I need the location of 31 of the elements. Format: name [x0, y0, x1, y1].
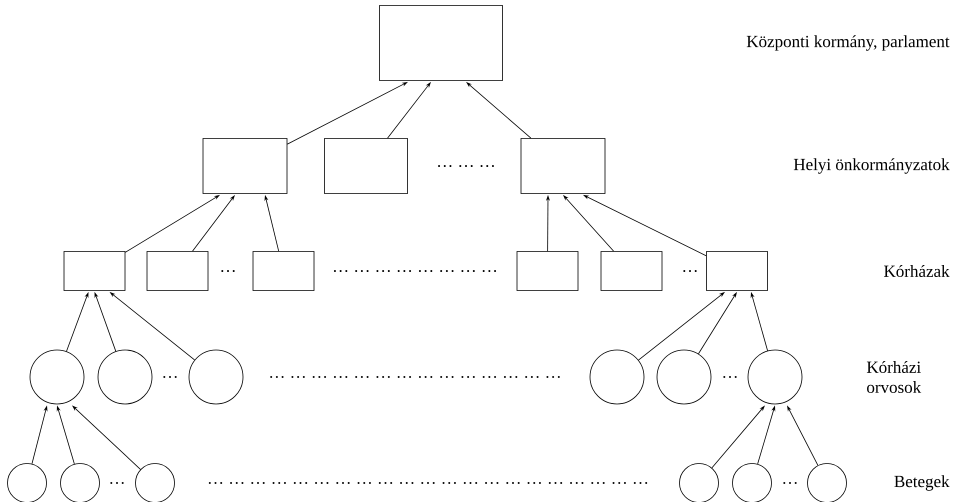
ellipsis: … … … … … … … … … … … … … … — [270, 376, 560, 378]
level-label: Kórházi orvosok — [866, 360, 922, 393]
circle-node — [30, 350, 84, 404]
ellipsis: … — [723, 376, 737, 378]
box-node — [600, 251, 662, 291]
box-node — [146, 251, 208, 291]
level-label: Betegek — [894, 475, 950, 491]
ellipsis: … — [163, 376, 177, 378]
ellipsis: … — [783, 482, 797, 484]
level-label: Helyi önkormányzatok — [794, 158, 950, 174]
level-label: Kórházak — [884, 265, 950, 277]
box-node — [202, 138, 288, 194]
circle-node — [590, 350, 644, 404]
box-node — [379, 5, 503, 81]
box-node — [520, 138, 606, 194]
box-node — [516, 251, 578, 291]
circle-node — [188, 350, 244, 404]
level-label: Központi kormány, parlament — [746, 35, 950, 51]
circle-node — [98, 350, 152, 404]
ellipsis: … — [221, 270, 235, 272]
ellipsis: … — [683, 270, 697, 272]
ellipsis: … — [110, 482, 124, 484]
ellipsis: … … … — [438, 164, 494, 167]
box-node — [706, 251, 768, 291]
circle-node — [748, 350, 802, 404]
box-node — [324, 138, 408, 194]
box-node — [252, 251, 314, 291]
ellipsis: … … … … … … … … … … … … … … … … … … … … … — [208, 482, 648, 484]
box-node — [64, 251, 126, 291]
ellipsis: … … … … … … … … — [334, 270, 496, 272]
circle-node — [656, 350, 712, 404]
